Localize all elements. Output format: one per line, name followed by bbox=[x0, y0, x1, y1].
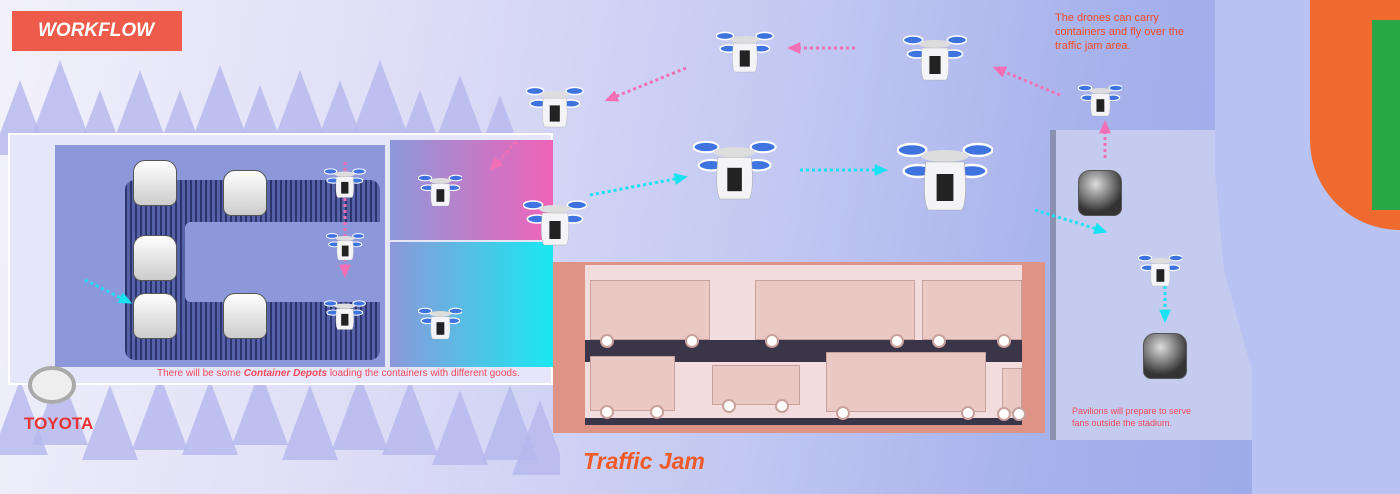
truck-wheel bbox=[650, 405, 664, 419]
truck-wheel bbox=[775, 399, 789, 413]
container-pod bbox=[133, 160, 177, 206]
truck-wheel bbox=[765, 334, 779, 348]
truck-wheel bbox=[600, 334, 614, 348]
arrow-head bbox=[787, 42, 801, 54]
truck-wheel bbox=[961, 406, 975, 420]
drone bbox=[526, 86, 584, 128]
truck-wheel bbox=[997, 407, 1011, 421]
drone bbox=[324, 300, 366, 330]
drone bbox=[1077, 84, 1123, 117]
drone bbox=[1137, 254, 1183, 287]
drone bbox=[523, 200, 587, 246]
arrow-head bbox=[1099, 120, 1111, 134]
flow-arrow bbox=[1034, 208, 1101, 232]
stadium-field bbox=[1372, 20, 1400, 210]
pink-exit-zone bbox=[390, 140, 553, 240]
arrow-head bbox=[1093, 222, 1108, 235]
truck-wheel bbox=[1012, 407, 1026, 421]
drone bbox=[417, 307, 463, 340]
toyota-wordmark: TOYOTA bbox=[24, 414, 94, 433]
container-pod bbox=[133, 293, 177, 339]
container-pod bbox=[133, 235, 177, 281]
arrow-head bbox=[604, 90, 620, 102]
arrow-head bbox=[489, 157, 503, 171]
flow-arrow bbox=[999, 68, 1061, 97]
truck bbox=[590, 356, 675, 411]
drone bbox=[903, 35, 967, 81]
workflow-badge: WORKFLOW bbox=[12, 11, 182, 51]
truck bbox=[826, 352, 986, 412]
truck-wheel bbox=[685, 334, 699, 348]
arrow-head bbox=[117, 292, 133, 304]
truck bbox=[590, 280, 710, 340]
road-lane bbox=[585, 418, 1022, 425]
truck-wheel bbox=[932, 334, 946, 348]
pavilion bbox=[1143, 333, 1187, 379]
flow-arrow bbox=[589, 176, 681, 197]
container-pod bbox=[223, 293, 267, 339]
pavilion bbox=[1078, 170, 1122, 216]
arrow-head bbox=[992, 66, 1008, 78]
drone bbox=[897, 142, 993, 211]
truck-wheel bbox=[836, 406, 850, 420]
drone bbox=[324, 168, 366, 198]
drone bbox=[325, 233, 365, 261]
arrow-head bbox=[673, 173, 688, 185]
truck-wheel bbox=[600, 405, 614, 419]
flow-arrow bbox=[611, 66, 687, 100]
toyota-logo bbox=[28, 366, 76, 404]
drone bbox=[716, 31, 774, 73]
truck bbox=[712, 365, 800, 405]
depot-note: There will be some Container Depots load… bbox=[157, 368, 520, 379]
cyan-exit-zone bbox=[390, 242, 553, 367]
truck-wheel bbox=[890, 334, 904, 348]
traffic-jam-label: Traffic Jam bbox=[583, 448, 705, 474]
truck-wheel bbox=[997, 334, 1011, 348]
flow-arrow bbox=[84, 278, 126, 302]
arrow-head bbox=[1159, 309, 1171, 323]
arrow-head bbox=[339, 264, 351, 278]
drone bbox=[693, 140, 777, 200]
drone bbox=[417, 174, 463, 207]
arrow-head bbox=[874, 164, 888, 176]
truck bbox=[922, 280, 1022, 340]
truck bbox=[755, 280, 915, 340]
truck-wheel bbox=[722, 399, 736, 413]
conveyor-inner bbox=[185, 222, 385, 302]
container-pod bbox=[223, 170, 267, 216]
pavilions-note: Pavilions will prepare to serve fans out… bbox=[1072, 406, 1192, 428]
drones-note: The drones can carry containers and fly … bbox=[1055, 12, 1185, 52]
